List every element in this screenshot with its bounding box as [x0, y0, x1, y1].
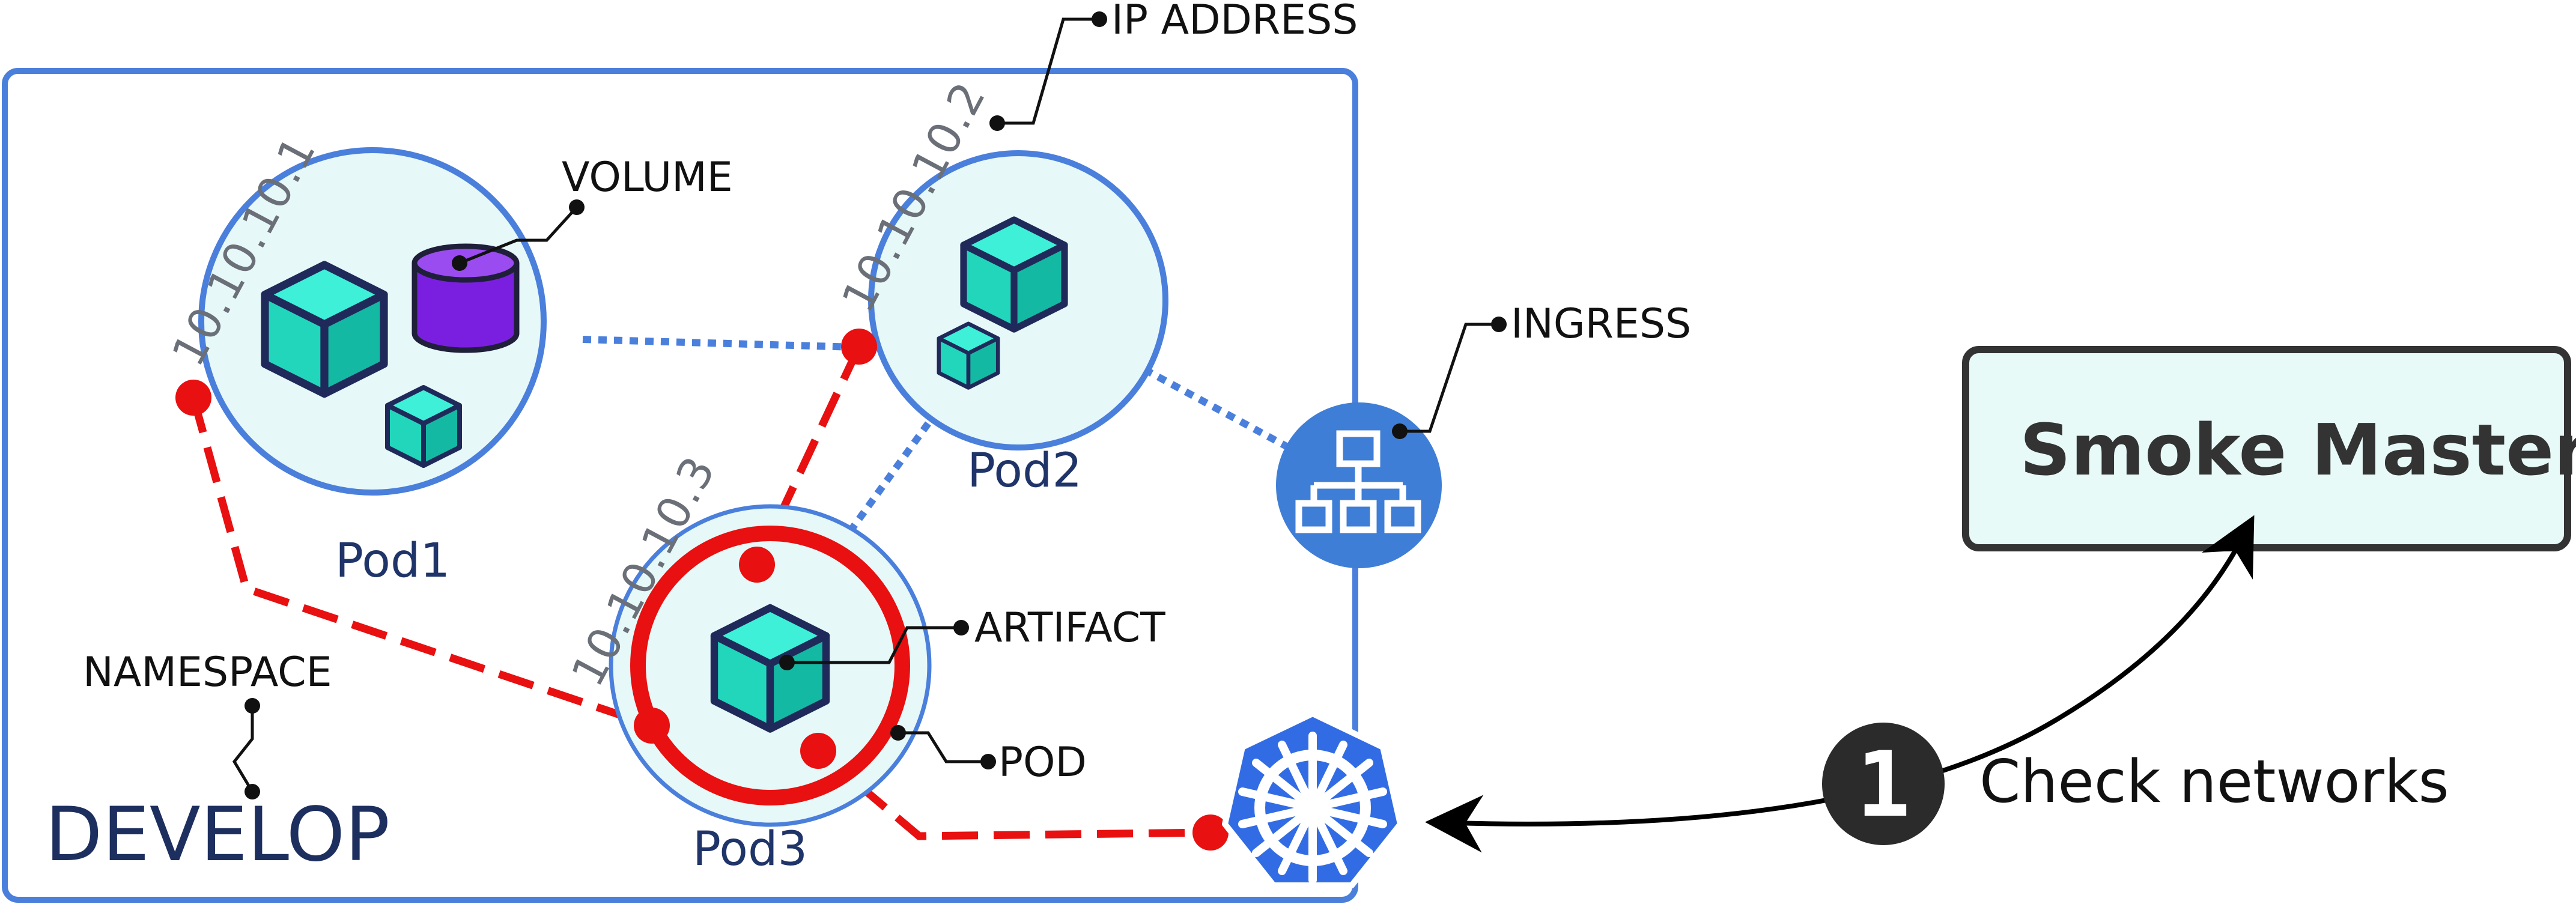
callout-ip-address-label: IP ADDRESS — [1111, 0, 1358, 44]
step-badge: 1 — [1822, 723, 1945, 845]
step-number: 1 — [1856, 733, 1910, 837]
check-networks-arrow — [1425, 515, 2255, 853]
callout-pod-label: POD — [998, 739, 1087, 786]
failure-dot — [1192, 814, 1229, 851]
pod-3[interactable]: Pod3 — [609, 504, 932, 876]
failure-dot — [841, 329, 877, 365]
callout-namespace-label: NAMESPACE — [83, 649, 332, 696]
callout-pod: POD — [890, 725, 1087, 786]
failure-dot — [175, 380, 211, 416]
link-pod2-ingress — [1143, 366, 1290, 451]
cube-icon — [714, 608, 826, 729]
pod-1[interactable]: Pod1 — [198, 147, 547, 588]
pod-2[interactable]: Pod2 — [868, 150, 1168, 498]
callout-artifact-label: ARTIFACT — [974, 604, 1165, 652]
ingress-node[interactable] — [1276, 402, 1442, 568]
callout-artifact: ARTIFACT — [779, 604, 1165, 670]
failure-dot — [800, 733, 836, 769]
failure-dot — [634, 708, 670, 744]
failure-path-pod2-pod3 — [753, 345, 863, 566]
kubernetes-helm-icon — [1238, 732, 1387, 884]
step-label: Check networks — [1979, 748, 2449, 816]
smoke-master-rect — [1962, 346, 2571, 551]
failure-path-pod3-kubernetes — [815, 748, 1211, 840]
namespace-name: DEVELOP — [45, 792, 390, 878]
cube-icon — [964, 220, 1065, 329]
callout-ip-address: IP ADDRESS — [989, 0, 1358, 131]
link-pod1-pod2 — [582, 336, 857, 351]
pod-1-name: Pod1 — [335, 534, 450, 588]
callout-ingress: INGRESS — [1392, 300, 1691, 439]
pod-2-name: Pod2 — [967, 444, 1082, 498]
kubernetes-node[interactable] — [1222, 711, 1403, 888]
callout-volume: VOLUME — [452, 154, 733, 271]
callout-namespace: NAMESPACE — [83, 649, 332, 799]
pod-3-name: Pod3 — [693, 822, 807, 876]
failure-dot — [739, 547, 775, 583]
cube-icon — [387, 387, 460, 466]
callout-volume-label: VOLUME — [562, 154, 733, 201]
smoke-master-label: Smoke Master — [2020, 408, 2576, 491]
failure-path-pod1-pod3 — [189, 396, 654, 730]
network-hierarchy-icon — [1295, 430, 1421, 533]
callout-ingress-label: INGRESS — [1511, 300, 1691, 348]
cube-icon — [939, 324, 998, 388]
smoke-master-box[interactable]: Smoke Master — [1962, 346, 2576, 551]
cube-icon — [265, 265, 384, 394]
